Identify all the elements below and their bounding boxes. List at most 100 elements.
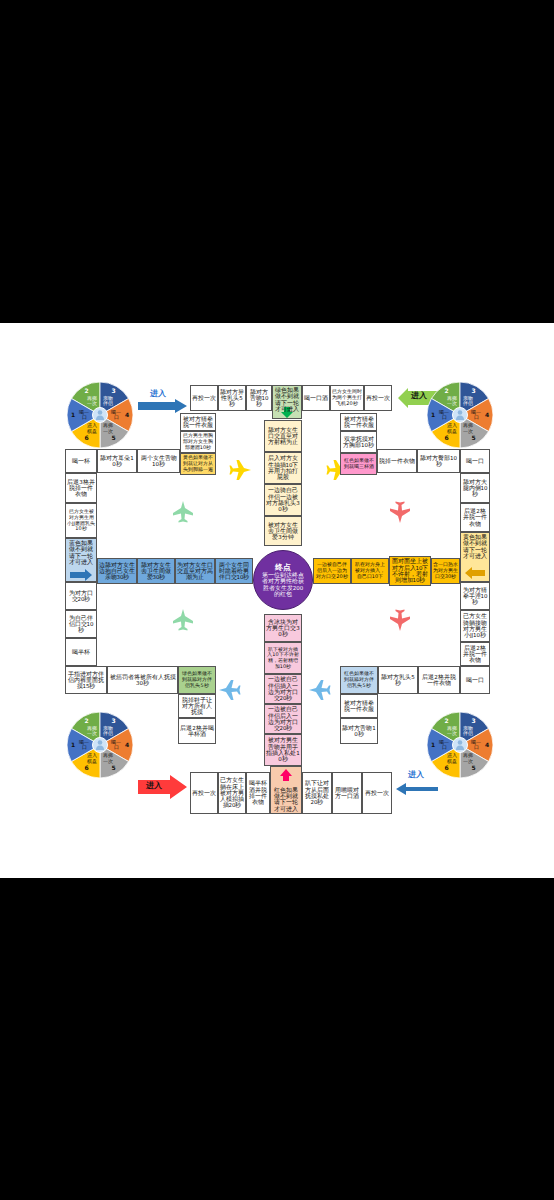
wheel-number: 6 <box>83 435 91 442</box>
cell-text: 后入对方女生抽插10下并用力拍打屁股 <box>266 455 300 480</box>
cell-text: 为对方猜拳手淫10秒 <box>462 587 488 606</box>
cell-text: 后退3格并脱掉一件衣物 <box>67 479 95 498</box>
board-cell: 喝半杯酒并脱掉一件衣物 <box>246 772 270 814</box>
wheel-text: 再掷一次 <box>463 753 474 764</box>
spinner-wheel <box>67 712 133 778</box>
wheel-text: 再掷一次 <box>103 753 114 764</box>
board-cell: 黄色如果做不到就请下一轮才可进入 <box>460 532 490 582</box>
board-cell: 被对方猜拳脱一件衣服 <box>340 694 378 718</box>
cell-text: 含冰块为对方男生口交30秒 <box>266 619 300 638</box>
wheel-number: 1 <box>429 742 437 749</box>
cell-text: 被对方女生去卫生间做爱3分钟 <box>266 522 300 541</box>
left-arrow <box>465 567 485 579</box>
cell-text: 绿色如果做不到就舔对方伴侣乳头5秒 <box>180 671 214 688</box>
cell-text: 两个女生舌吻10秒 <box>139 455 178 468</box>
wheel-number: 6 <box>443 765 451 772</box>
cell-text: 再投一次 <box>366 395 390 401</box>
player-body <box>456 746 464 751</box>
wheel-number: 1 <box>69 412 77 419</box>
cell-text: 用嘴喂对方一口酒 <box>334 787 360 800</box>
wheel-number: 4 <box>123 742 131 749</box>
board-cell: 为对方口交20秒 <box>65 582 97 610</box>
cell-fill <box>65 538 97 582</box>
board-cell: 一边被自己伴侣后入一边为对方口交20秒 <box>313 558 351 584</box>
wheel-number: 1 <box>69 742 77 749</box>
circle-fill <box>254 551 313 610</box>
plane-icon <box>173 501 193 523</box>
cell-text: 喝半杯酒并脱掉一件衣物 <box>248 780 268 805</box>
cell-text: 蓝色如果做不到就请下一轮才可进入 <box>67 540 95 565</box>
wheel-number: 3 <box>110 388 118 395</box>
cell-text: 舔对方乳头5秒 <box>380 674 416 687</box>
board-cell: 喝一口 <box>460 666 490 694</box>
board-cell: 已方女生骑躺接吻对方男生小JJ10秒 <box>460 610 490 642</box>
board-cell: 蓝色如果做不到就请下一轮才可进入 <box>65 538 97 582</box>
board-cell: 喝半杯 <box>65 638 97 666</box>
cell-text: 喝一杯 <box>72 458 90 464</box>
board-cell: 喝一口酒 <box>302 385 330 411</box>
player-body <box>456 416 464 421</box>
board-cell: 后入对方女生抽插10下并用力拍打屁股 <box>264 452 302 484</box>
wheel-number: 3 <box>470 388 478 395</box>
plane-icon <box>390 610 410 632</box>
up-arrow <box>280 769 292 781</box>
board-cell: 被对方猜拳脱一件衣服 <box>340 413 377 431</box>
board-cell: 后退2格并脱一件衣物 <box>418 666 460 694</box>
entry-label: 进入 <box>411 392 427 400</box>
board-cell: 边舔对方女生边抱自己女生亲吻30秒 <box>97 558 137 584</box>
wheel-number: 4 <box>483 742 491 749</box>
player-icon <box>93 738 108 753</box>
wheel-text: 喝一口 <box>471 740 482 751</box>
cell-text: 为自己伴侣口交10秒 <box>67 615 95 634</box>
board-cell: 为对方女生口交直至对方高潮为止 <box>175 558 215 584</box>
cell-text: 红色如果做不到就请下一轮才可进入 <box>272 787 300 812</box>
wheel-number: 3 <box>110 718 118 725</box>
cell-fill <box>460 532 490 582</box>
board-cell: 舔对方耳朵10秒 <box>97 449 137 473</box>
cell-text: 后退2格并喝半杯酒 <box>180 725 214 738</box>
wheel-text: 再掷一次 <box>87 396 98 407</box>
spinner-wheel <box>427 382 493 448</box>
cell-text: 舔对方大腿内侧10秒 <box>462 479 488 498</box>
board-cell: 已方女生躺在床上被对方男人模拟抽插20秒 <box>218 772 246 814</box>
wheel-text: 亲吻伴侣 <box>103 396 114 407</box>
board-cell: 舔对方舌吻10秒 <box>340 718 378 744</box>
wheel-text: 亲吻伴侣 <box>103 726 114 737</box>
finish-heading: 终点 <box>275 563 291 572</box>
wheel-text: 喝一口 <box>111 410 122 421</box>
cell-text: 喝半杯 <box>72 649 90 655</box>
board-cell: 舔对方舌吻10秒 <box>246 385 272 411</box>
cell-text: 舔对方舌吻10秒 <box>248 389 270 408</box>
cell-text: 被对方猜拳脱一件衣服 <box>182 416 214 429</box>
board-cell: 两个女生舌吻10秒 <box>137 449 180 473</box>
cell-text: 两个女生同时跪着给男伴口交10秒 <box>217 562 251 581</box>
cell-text: 一边骑自己伴侣一边被对方舔乳头30秒 <box>266 487 300 512</box>
entry-label: 进入 <box>150 390 166 398</box>
player-head <box>458 410 463 415</box>
wheel-text: 进入棋盘 <box>87 753 98 764</box>
entry-label: 进入 <box>408 771 424 779</box>
cell-text: 后退2格并脱一件衣物 <box>462 645 488 664</box>
top-band <box>0 0 554 323</box>
wheel-number: 2 <box>443 388 451 395</box>
board-cell: 为对方猜拳手淫10秒 <box>460 582 490 610</box>
player-head <box>458 740 463 745</box>
finish-circle: 终点第一位到达终点者对方男性给获胜者女生发200的红包 <box>253 550 313 610</box>
wheel-text: 喝一口 <box>111 740 122 751</box>
cell-text: 趴下被对方插入10下不许射精，若射精增加10秒 <box>266 647 300 670</box>
board-cell: 两个女生同时跪着给男伴口交10秒 <box>215 558 253 584</box>
cell-text: 趴下让对方从后面抚摸私处20秒 <box>304 780 330 805</box>
board-cell: 含一口热水为对方男生口交30秒 <box>431 558 460 584</box>
cell-text: 趴在对方身上被对方插入，自己口10下 <box>353 562 387 579</box>
cell-text: 舔对方女生去卫生间做爱30秒 <box>139 562 173 581</box>
player-body <box>96 416 104 421</box>
wheel-number: 5 <box>470 765 478 772</box>
cell-text: 已方女生同时为两个男生打飞机20秒 <box>332 389 362 406</box>
cell-text: 后退2格并脱一件衣物 <box>420 674 458 687</box>
cell-text: 再投一次 <box>192 395 216 401</box>
cell-text: 已方女生被对方男生用小JJ磨蹭乳头10秒 <box>67 509 95 532</box>
cell-text: 舔对方异性乳头5秒 <box>220 389 244 408</box>
board-cell: 再投一次 <box>190 772 218 814</box>
wheel-number: 5 <box>110 765 118 772</box>
wheel-text: 进入棋盘 <box>87 423 98 434</box>
